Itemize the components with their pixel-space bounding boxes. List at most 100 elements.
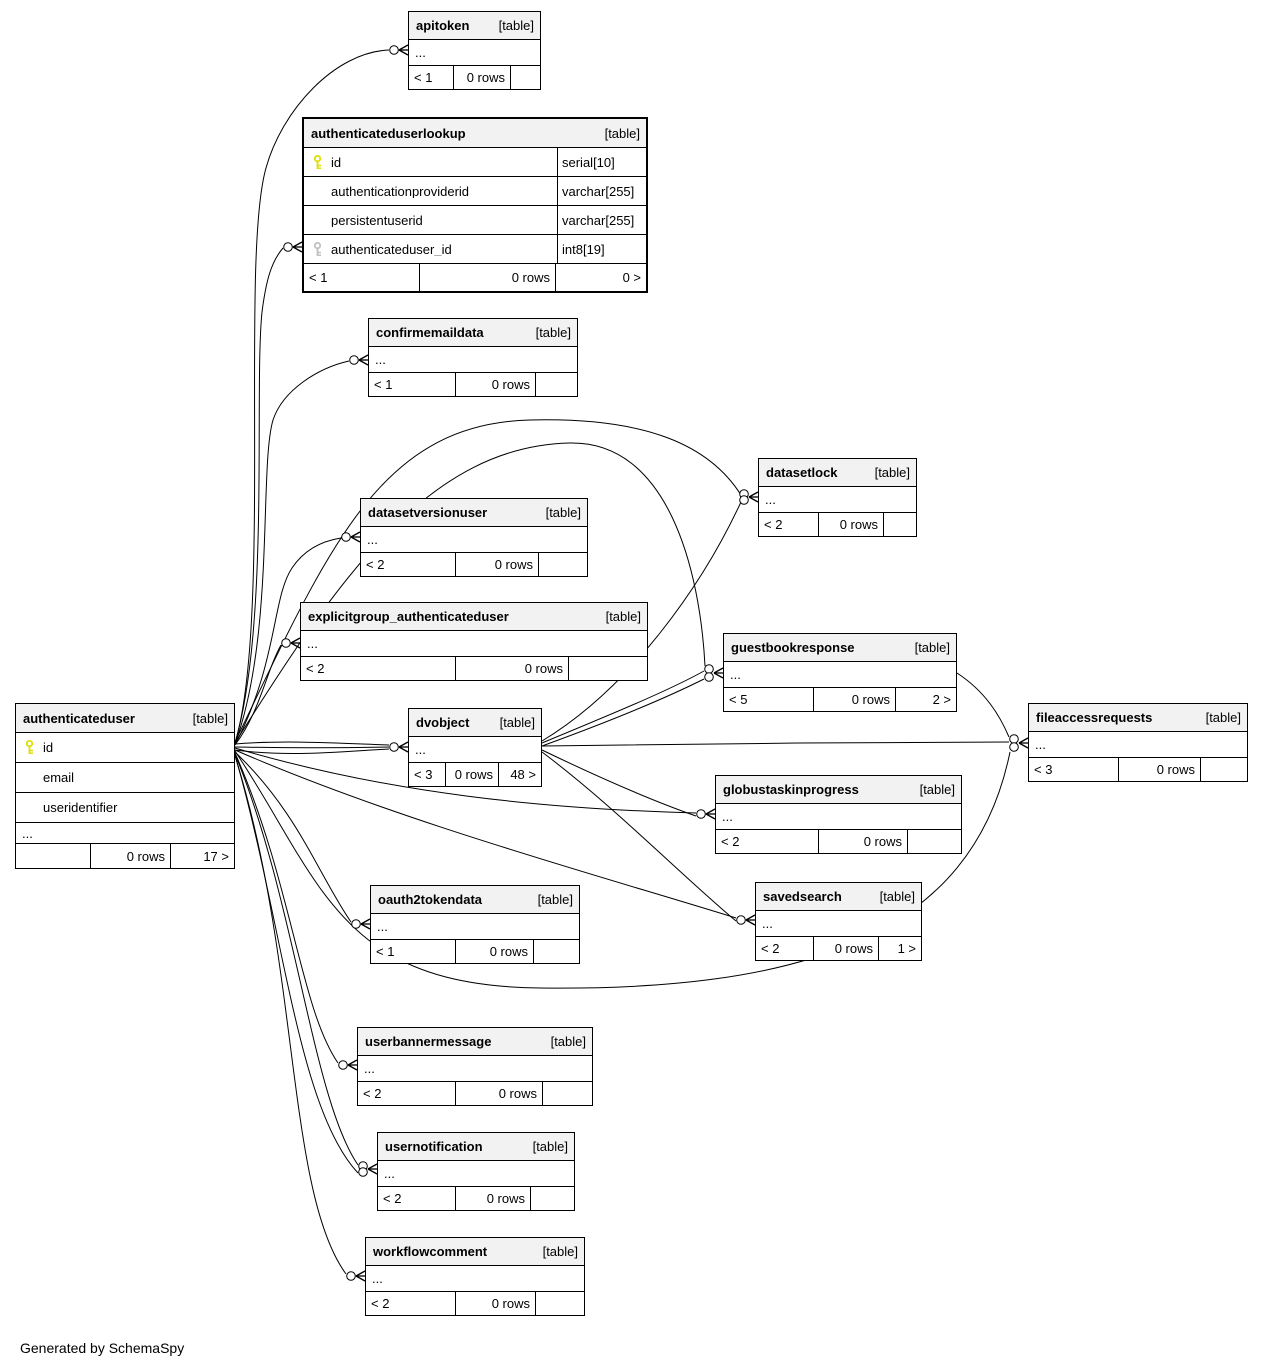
table-name: oauth2tokendata: [378, 892, 483, 907]
child-count: [536, 373, 577, 396]
table-name: authenticateduser: [23, 710, 135, 726]
child-count: [543, 1082, 592, 1105]
child-count: [511, 66, 540, 89]
table-tag: [table]: [874, 465, 910, 480]
column-type: serial[10]: [557, 148, 646, 176]
table-tag: [table]: [498, 18, 534, 33]
row-count: 0 rows: [456, 1082, 543, 1105]
column-name: ...: [415, 742, 426, 757]
parent-count: < 2: [756, 937, 814, 960]
table-name: savedsearch: [763, 889, 842, 904]
column-name: ...: [307, 636, 318, 651]
table-tag: [table]: [532, 1139, 568, 1154]
table-name: authenticateduserlookup: [311, 125, 466, 141]
row-count: 0 rows: [819, 830, 908, 853]
table-name: explicitgroup_authenticateduser: [308, 609, 509, 624]
parent-count: < 2: [716, 830, 819, 853]
column-name: ...: [722, 809, 733, 824]
child-count: [531, 1187, 574, 1210]
table-name: workflowcomment: [373, 1244, 488, 1259]
table-tag: [table]: [914, 640, 950, 655]
table-name: fileaccessrequests: [1036, 710, 1153, 725]
row-count: 0 rows: [814, 937, 879, 960]
primary-key-icon: [16, 740, 42, 755]
parent-count: < 1: [371, 940, 456, 963]
parent-count: < 2: [358, 1082, 456, 1105]
column-name: authenticationproviderid: [331, 184, 470, 198]
row-count: 0 rows: [454, 66, 511, 89]
column-name: ...: [372, 1271, 383, 1286]
column-type: varchar[255]: [557, 206, 646, 234]
parent-count: < 2: [361, 553, 456, 576]
parent-count: < 3: [409, 763, 446, 786]
child-count: [884, 513, 916, 536]
child-count: 48 >: [510, 767, 536, 782]
table-name: globustaskinprogress: [723, 782, 859, 797]
column-name: ...: [762, 916, 773, 931]
parent-count: < 5: [724, 688, 814, 711]
foreign-key-icon: [304, 241, 330, 257]
table-tag: [table]: [499, 715, 535, 730]
child-count: [536, 1292, 584, 1315]
row-count: 0 rows: [456, 553, 539, 576]
parent-count: < 3: [1029, 758, 1119, 781]
row-count: 0 rows: [819, 513, 884, 536]
column-name: id: [331, 155, 342, 169]
table-name: datasetversionuser: [368, 505, 488, 520]
column-name: ...: [384, 1166, 395, 1181]
parent-count: < 1: [409, 66, 454, 89]
table-tag: [table]: [550, 1034, 586, 1049]
column-name: ...: [415, 45, 426, 60]
column-type: int8[19]: [557, 235, 646, 263]
row-count: 0 rows: [420, 264, 556, 291]
parent-count: < 2: [759, 513, 819, 536]
child-count: 1 >: [897, 941, 916, 956]
row-count: 0 rows: [456, 1187, 531, 1210]
column-name: ...: [377, 919, 388, 934]
column-name: persistentuserid: [331, 213, 423, 227]
child-count: [569, 657, 647, 680]
parent-count: < 2: [378, 1187, 456, 1210]
table-tag: [table]: [604, 125, 640, 141]
row-count: 0 rows: [456, 373, 536, 396]
child-count: 0 >: [622, 270, 641, 285]
child-count: 17 >: [203, 848, 229, 864]
table-node-authenticateduserlookup[interactable]: authenticateduserlookup [table] id serial[1…: [302, 117, 648, 293]
row-count: 0 rows: [456, 1292, 536, 1315]
table-node-explicitgroup_authenticateduser[interactable]: explicitgroup_authenticateduser[table]..…: [300, 602, 648, 681]
parent-count: < 1: [369, 373, 456, 396]
row-count: 0 rows: [456, 657, 569, 680]
column-name: ...: [22, 825, 33, 841]
table-tag: [table]: [535, 325, 571, 340]
child-count: 2 >: [932, 692, 951, 707]
column-name: ...: [364, 1061, 375, 1076]
table-name: userbannermessage: [365, 1034, 492, 1049]
child-count: [1201, 758, 1247, 781]
parent-count: < 2: [366, 1292, 456, 1315]
column-name: authenticateduser_id: [331, 242, 452, 256]
column-name: ...: [1035, 737, 1046, 752]
table-tag: [table]: [879, 889, 915, 904]
column-name: useridentifier: [43, 801, 118, 814]
table-name: confirmemaildata: [376, 325, 484, 340]
parent-count: < 1: [304, 264, 420, 291]
generator-note: Generated by SchemaSpy: [20, 1340, 185, 1356]
table-tag: [table]: [542, 1244, 578, 1259]
table-name: datasetlock: [766, 465, 838, 480]
